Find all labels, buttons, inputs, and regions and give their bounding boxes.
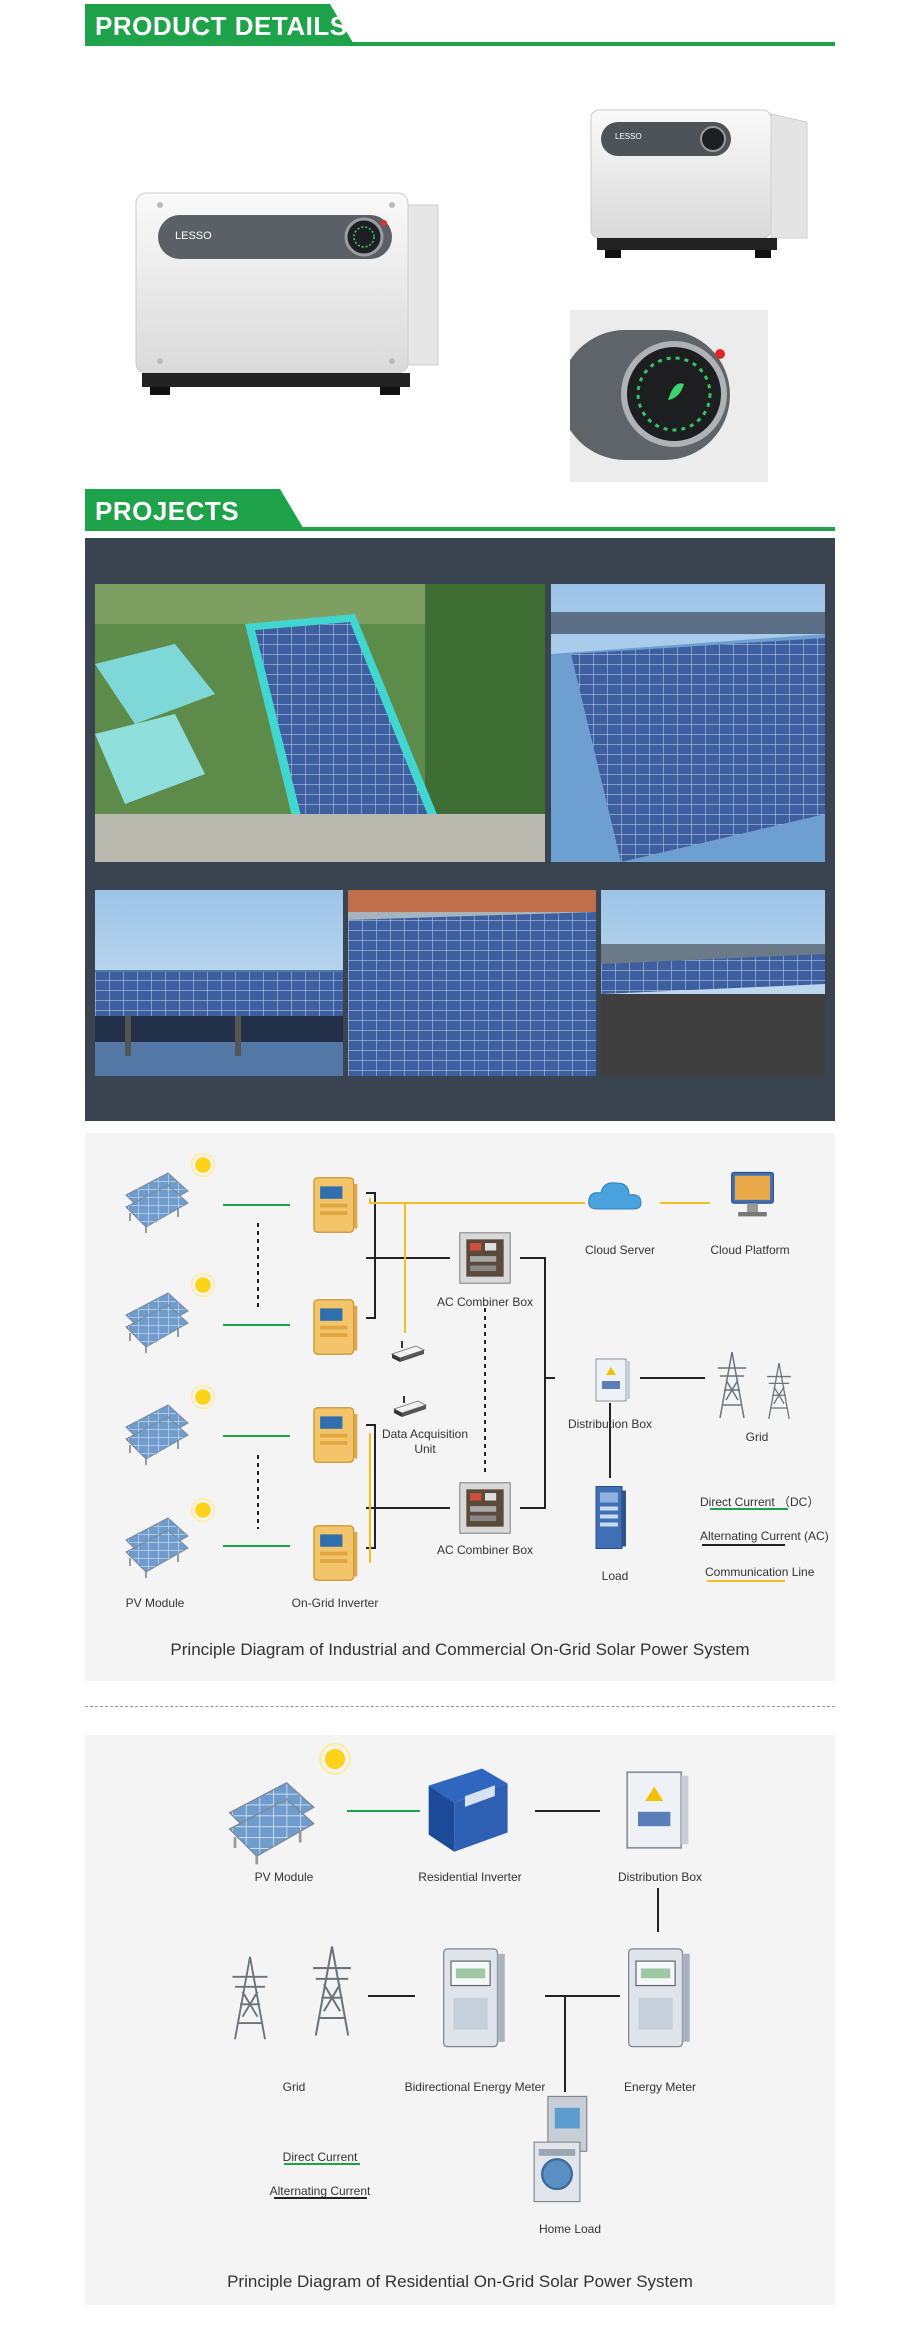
- label-residential-inverter: Residential Inverter: [418, 1870, 522, 1884]
- label-cloud-server: Cloud Server: [584, 1243, 656, 1257]
- home-load-icon: [525, 2090, 605, 2208]
- project-photo-flat-roof: [348, 890, 596, 1076]
- project-photo-water: [95, 890, 343, 1076]
- router-icon: [388, 1340, 428, 1364]
- label-ac-combiner-top: AC Combiner Box: [436, 1295, 534, 1309]
- grid-tower-icon: [225, 1948, 275, 2048]
- label-ac-combiner-bottom: AC Combiner Box: [436, 1543, 534, 1557]
- pv-module-icon: [118, 1397, 198, 1467]
- label-grid-res: Grid: [282, 2080, 306, 2094]
- label-distribution-box: Distribution Box: [567, 1417, 653, 1431]
- product-details-banner: PRODUCT DETAILS: [85, 4, 835, 46]
- sun-icon: [190, 1272, 216, 1298]
- load-battery-icon: [590, 1480, 630, 1555]
- label-pv-module-res: PV Module: [254, 1870, 314, 1884]
- diagram-commercial-wiring: [223, 1192, 788, 1582]
- label-energy-meter: Energy Meter: [623, 2080, 697, 2094]
- inverter-icon: [310, 1296, 360, 1358]
- distribution-box-icon: [592, 1355, 632, 1405]
- sun-icon: [190, 1384, 216, 1410]
- grid-tower-icon: [762, 1360, 796, 1422]
- banner-rule: [85, 527, 835, 531]
- caption-commercial: Principle Diagram of Industrial and Comm…: [170, 1640, 750, 1659]
- brand-logo: LESSO: [175, 230, 212, 242]
- label-on-grid-inverter: On-Grid Inverter: [291, 1596, 379, 1610]
- ac-combiner-box-icon: [450, 1230, 520, 1286]
- grid-tower-icon: [305, 1935, 359, 2047]
- pv-module-icon: [118, 1285, 198, 1355]
- section-divider: [85, 1706, 835, 1707]
- banner-rule: [85, 42, 835, 46]
- label-home-load: Home Load: [538, 2222, 602, 2236]
- pv-module-icon: [218, 1772, 328, 1867]
- cloud-server-icon: [585, 1175, 645, 1215]
- label-distribution-box-res: Distribution Box: [617, 1870, 703, 1884]
- bidirectional-meter-icon: [430, 1944, 516, 2054]
- label-bidirectional-meter: Bidirectional Energy Meter: [404, 2080, 546, 2094]
- sun-icon: [190, 1152, 216, 1178]
- label-data-acquisition: Data Acquisition Unit: [381, 1427, 469, 1456]
- data-acquisition-icon: [390, 1395, 430, 1419]
- pv-module-icon: [118, 1165, 198, 1235]
- cloud-platform-icon: [725, 1168, 780, 1223]
- label-cloud-platform: Cloud Platform: [710, 1243, 790, 1257]
- projects-gallery: [85, 538, 835, 1121]
- banner-tab: [85, 4, 355, 46]
- display-closeup-image: [560, 310, 768, 482]
- inverter-main-image: LESSO: [130, 185, 450, 400]
- label-grid: Grid: [745, 1430, 769, 1444]
- projects-banner: PROJECTS: [85, 489, 835, 531]
- label-load: Load: [601, 1569, 629, 1583]
- brand-logo-small: LESSO: [615, 132, 642, 141]
- legend-comm: Communication Line: [705, 1565, 815, 1579]
- energy-meter-icon: [615, 1944, 701, 2054]
- diagram-residential-wiring: [274, 1810, 659, 2199]
- inverter-icon: [310, 1404, 360, 1466]
- sun-icon: [318, 1742, 352, 1776]
- legend-dc-res: Direct Current: [282, 2150, 358, 2164]
- inverter-angle-image: LESSO: [585, 100, 815, 270]
- ac-combiner-box-icon: [450, 1480, 520, 1536]
- section-title-projects: PROJECTS: [95, 496, 240, 526]
- legend-ac: Alternating Current (AC): [700, 1529, 829, 1543]
- section-title-product-details: PRODUCT DETAILS: [95, 11, 348, 41]
- caption-residential: Principle Diagram of Residential On-Grid…: [227, 2272, 693, 2291]
- project-photo-aerial-factory: [95, 584, 545, 862]
- residential-inverter-icon: [418, 1760, 514, 1856]
- legend-dc: Direct Current （DC）: [700, 1495, 820, 1509]
- distribution-box-icon: [620, 1765, 692, 1855]
- inverter-icon: [310, 1522, 360, 1584]
- banner-tab: [85, 489, 305, 531]
- diagram-commercial-panel: [85, 1133, 835, 1681]
- inverter-icon: [310, 1174, 360, 1236]
- legend-ac-res: Alternating Current: [269, 2184, 371, 2198]
- label-pv-module: PV Module: [125, 1596, 185, 1610]
- project-photo-carport: [601, 890, 825, 1076]
- grid-tower-icon: [712, 1350, 752, 1420]
- sun-icon: [190, 1497, 216, 1523]
- project-photo-metal-roof: [551, 584, 825, 862]
- pv-module-icon: [118, 1510, 198, 1580]
